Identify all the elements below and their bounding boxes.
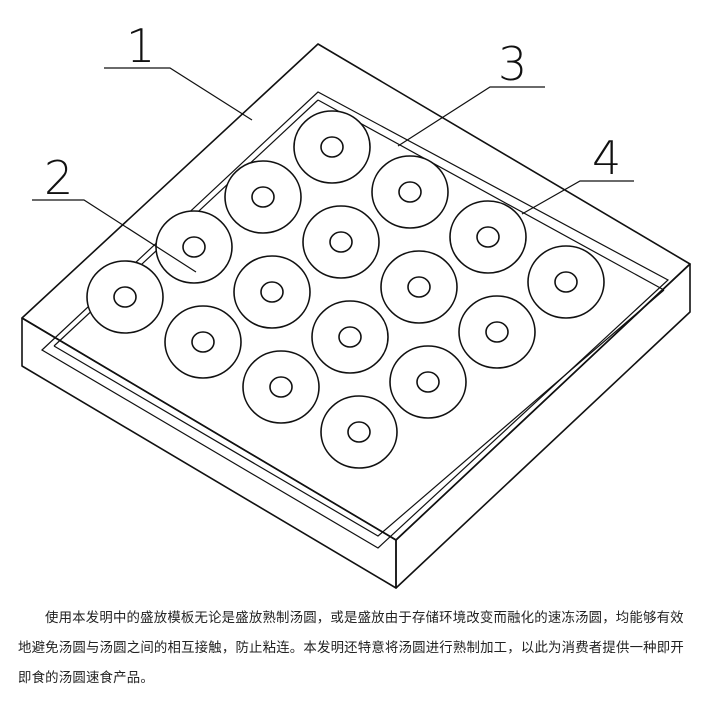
label-2: 2 — [44, 151, 73, 205]
label-1: 1 — [126, 19, 155, 73]
tray-inner-wall — [41, 91, 670, 549]
dumpling-hole — [398, 181, 422, 203]
tray-inner-edge-back — [317, 99, 665, 291]
dumpling-hole — [416, 371, 440, 393]
dumpling-hole — [182, 236, 206, 258]
label-3: 3 — [498, 37, 527, 91]
dumpling-hole — [407, 276, 431, 298]
dumpling-hole — [554, 271, 578, 293]
dumpling-hole — [260, 281, 284, 303]
label-4: 4 — [592, 131, 621, 185]
dumpling-hole — [329, 231, 353, 253]
dumpling-hole — [338, 326, 362, 348]
dumpling-hole — [113, 286, 137, 308]
dumpling-hole — [320, 136, 344, 158]
leader-line-4 — [521, 180, 634, 215]
dumpling-hole — [347, 421, 371, 443]
dumpling-hole — [269, 376, 293, 398]
dumpling-hole — [251, 186, 275, 208]
dumpling-hole — [485, 321, 509, 343]
tray-drawing: 1 2 3 4 — [21, 19, 691, 589]
leader-line-1 — [104, 67, 253, 121]
tray-right-side — [395, 263, 691, 589]
dumpling-hole — [191, 331, 215, 353]
tray-inner-edge-front — [53, 289, 665, 537]
tray-diagram: 1 2 3 4 — [21, 19, 691, 589]
dumpling-grid — [86, 110, 605, 469]
dumpling-hole — [476, 226, 500, 248]
leader-line-2 — [32, 199, 197, 273]
leader-line-3 — [397, 86, 545, 147]
caption-text: 使用本发明中的盛放模板无论是盛放熟制汤圆，或是盛放由于存储环境改变而融化的速冻汤… — [18, 611, 684, 686]
